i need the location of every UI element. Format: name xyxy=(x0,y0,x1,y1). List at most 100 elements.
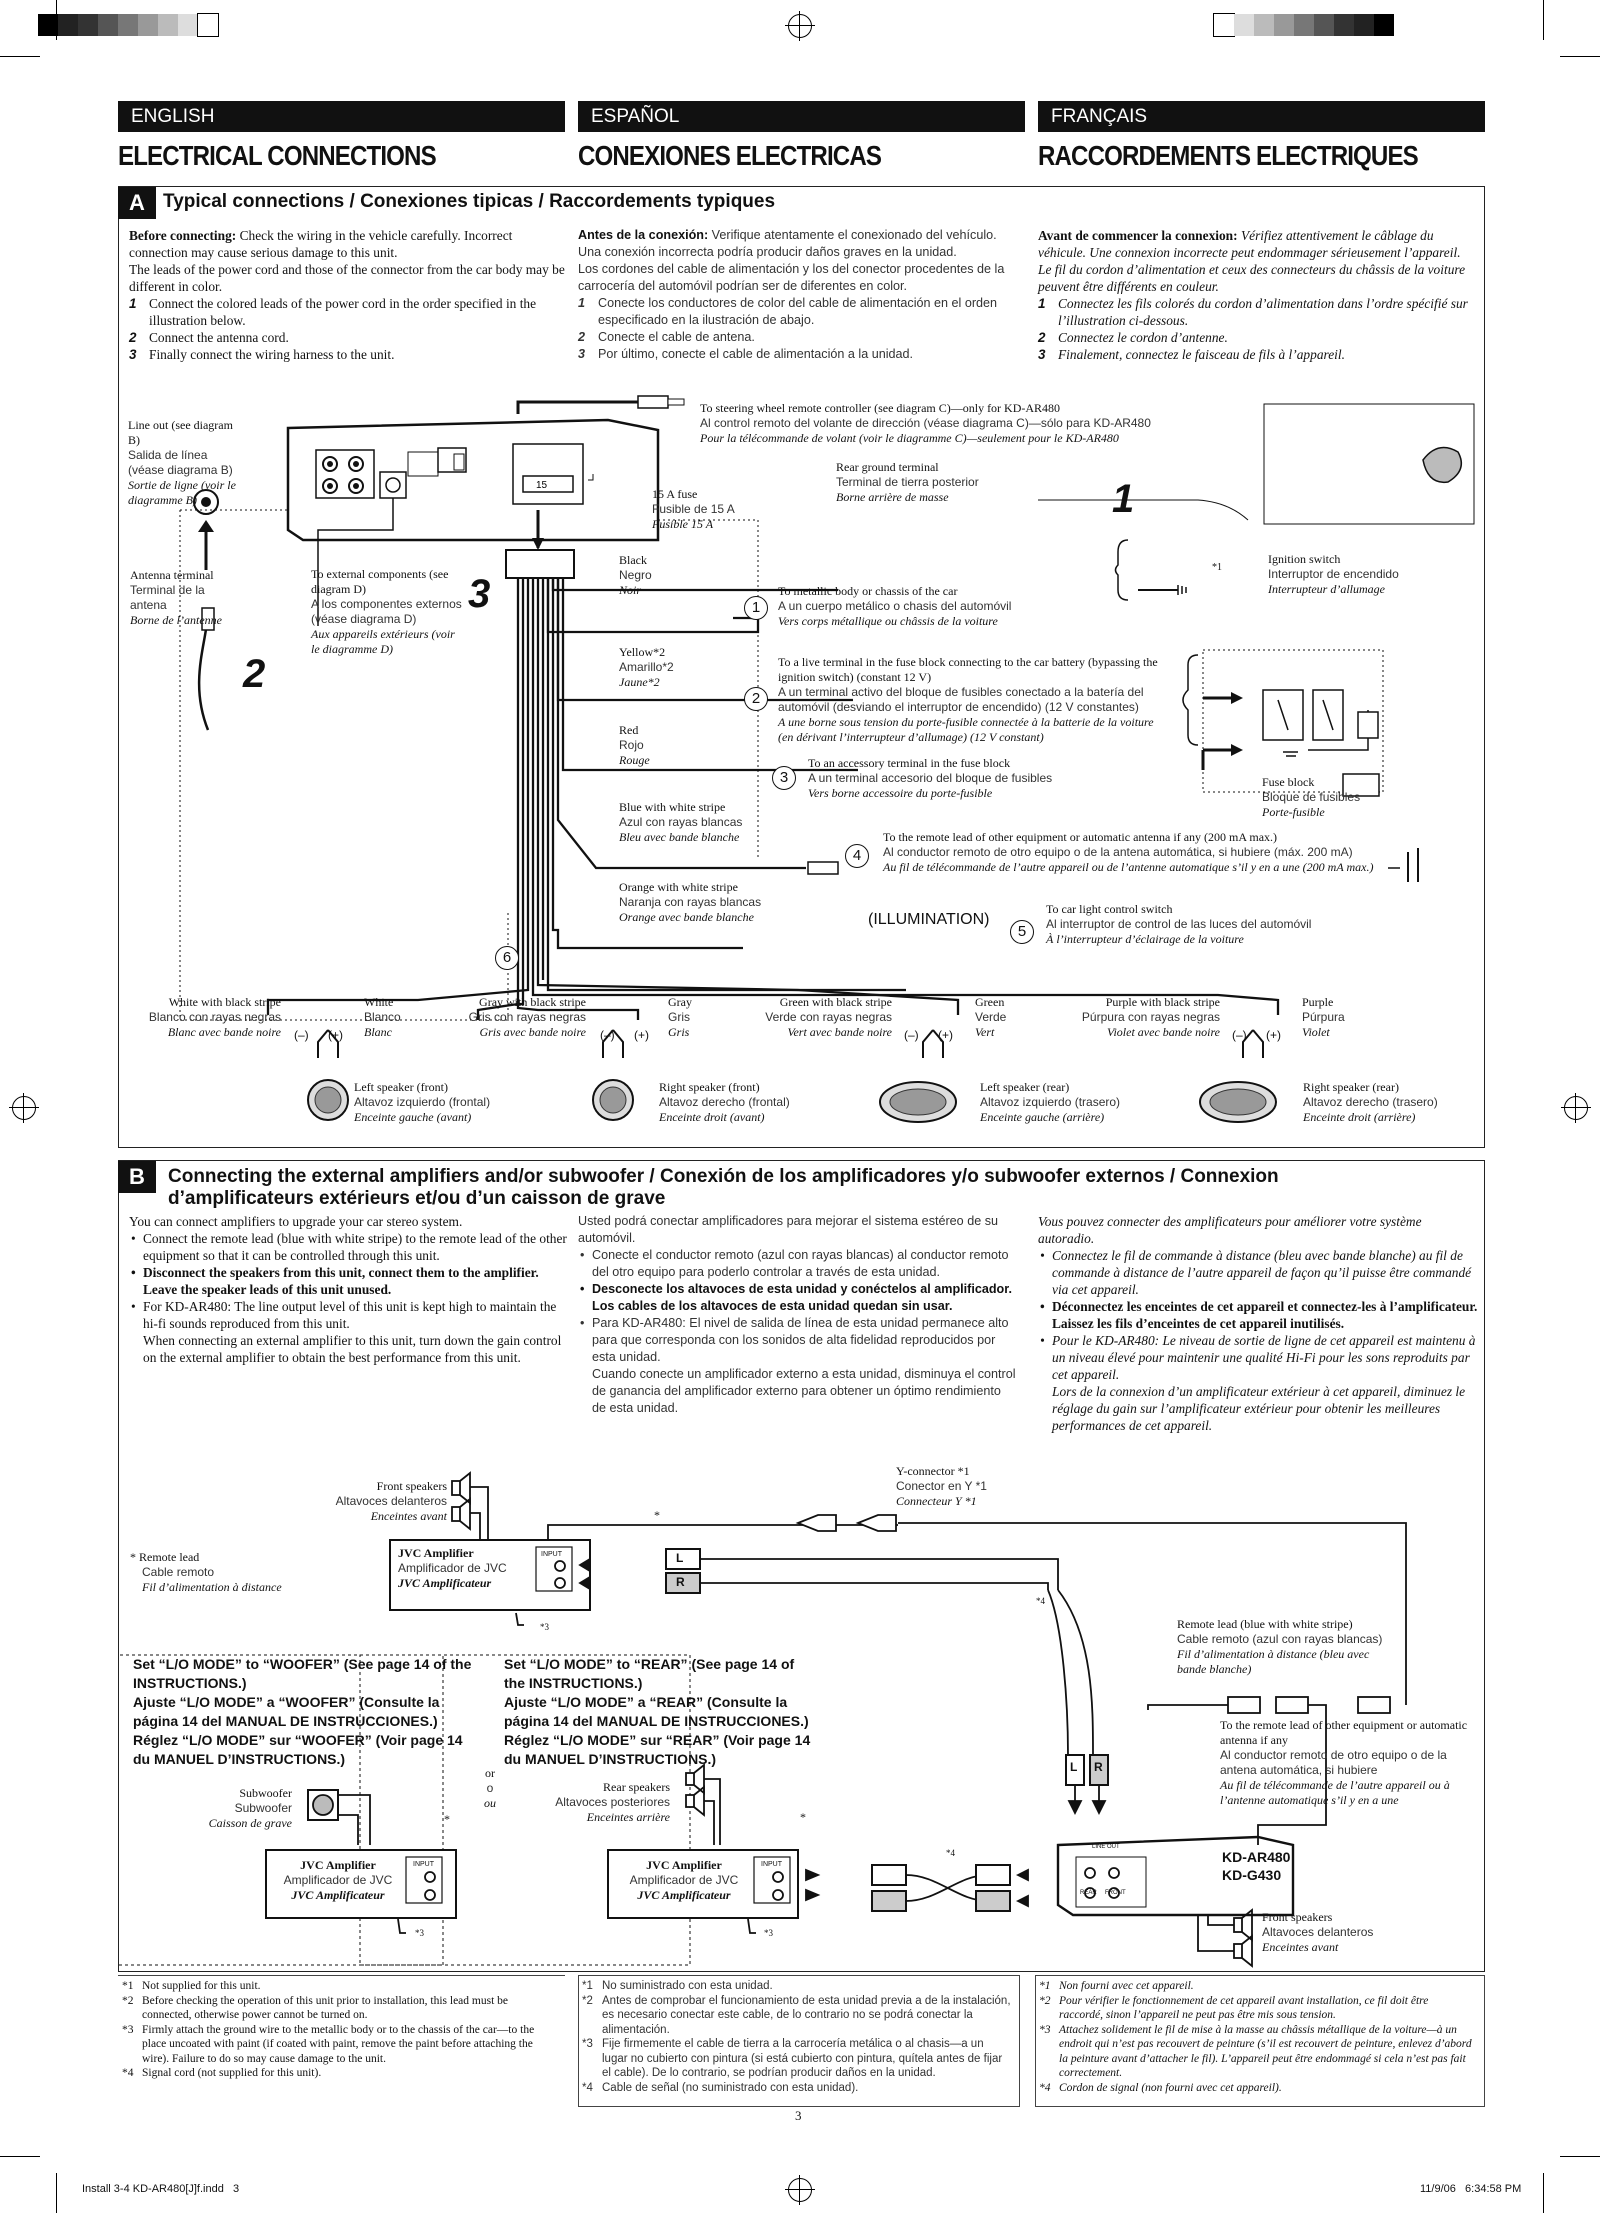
to-remote-lead-label: To the remote lead of other equipment or… xyxy=(1220,1718,1468,1807)
section-b-tag: B xyxy=(118,1161,156,1193)
bullet: Déconnectez les enceintes de cet apparei… xyxy=(1038,1298,1478,1332)
bullet: Disconnect the speakers from this unit, … xyxy=(129,1264,569,1298)
section-a-intro-en: Before connecting: Check the wiring in t… xyxy=(129,227,569,363)
lang-header-english: ENGLISH xyxy=(118,101,565,132)
page-title-espanol: CONEXIONES ELECTRICAS xyxy=(578,140,882,171)
crop-mark xyxy=(1560,2156,1600,2157)
before-text: Vérifiez attentivement le câblage du véh… xyxy=(1038,228,1461,260)
step-text: Conecte el cable de antena. xyxy=(598,330,755,344)
speaker-lf-name: Left speaker (front)Altavoz izquierdo (f… xyxy=(354,1080,491,1124)
section-a-intro-es: Antes de la conexión: Verifique atentame… xyxy=(578,227,1018,363)
bullet: Conecte el conductor remoto (azul con ra… xyxy=(578,1247,1018,1281)
step-text: Conecte los conductores de color del cab… xyxy=(598,296,998,327)
page-title-francais: RACCORDEMENTS ELECTRIQUES xyxy=(1038,140,1419,171)
step-1-marker: 1 xyxy=(1112,477,1135,521)
registration-mark-bottom xyxy=(785,2175,815,2205)
section-b-heading: Connecting the external amplifiers and/o… xyxy=(168,1166,1279,1209)
crop-mark xyxy=(0,2156,40,2157)
step-number: 1 xyxy=(1038,296,1046,311)
bullet: Para KD-AR480: El nivel de salida de lín… xyxy=(578,1315,1018,1417)
intro: Usted podrá conectar amplificadores para… xyxy=(578,1214,998,1245)
rear-mode-note: Set “L/O MODE” to “REAR” (See page 14 of… xyxy=(504,1656,811,1767)
rca-r-mark: R xyxy=(676,1575,685,1589)
registration-mark-left xyxy=(9,1093,39,1123)
wire-5-number: 5 xyxy=(1010,920,1034,944)
leads-text: Los cordones del cable de alimentación y… xyxy=(578,262,1005,293)
wire-4-destination: To the remote lead of other equipment or… xyxy=(883,830,1374,874)
color-bar-right xyxy=(1213,13,1394,37)
remote-lead-blue-label: Remote lead (blue with white stripe)Cabl… xyxy=(1177,1617,1383,1676)
wire-2-destination: To a live terminal in the fuse block con… xyxy=(778,655,1158,744)
star-mark: * xyxy=(800,1810,806,1824)
wire-3-destination: To an accessory terminal in the fuse blo… xyxy=(808,756,1053,800)
step-number: 1 xyxy=(578,296,586,310)
ignition-switch-label: Ignition switch Interruptor de encendido… xyxy=(1268,552,1399,596)
polarity-positive: (+) xyxy=(328,1028,343,1042)
wire-3-number: 3 xyxy=(772,766,796,790)
section-b-box xyxy=(118,1160,1485,1972)
amp-center-input: INPUT xyxy=(761,1861,782,1868)
crop-mark xyxy=(1560,56,1600,57)
crop-mark xyxy=(1543,0,1544,40)
step-text: Connectez le cordon d’antenne. xyxy=(1058,330,1228,345)
before-text: Check the wiring in the vehicle carefull… xyxy=(129,228,513,260)
section-b-text-fr: Vous pouvez connecter des amplificateurs… xyxy=(1038,1213,1478,1434)
polarity-negative: (–) xyxy=(294,1028,309,1042)
page-number: 3 xyxy=(795,2108,802,2123)
polarity-positive: (+) xyxy=(634,1028,649,1042)
rca-l-mark: L xyxy=(676,1551,684,1565)
step-text: Connect the antenna cord. xyxy=(149,330,289,345)
star-mark: * xyxy=(654,1508,660,1522)
step-text: Por último, conecte el cable de alimenta… xyxy=(598,347,914,361)
bullet: Pour le KD-AR480: Le niveau de sortie de… xyxy=(1038,1332,1478,1434)
step-2-marker: 2 xyxy=(243,652,266,696)
intro: Vous pouvez connecter des amplificateurs… xyxy=(1038,1214,1422,1246)
slug-file: Install 3-4 KD-AR480[J]f.indd 3 xyxy=(82,2183,240,2195)
before-label: Avant de commencer la connexion: xyxy=(1038,228,1238,243)
fuse-block-label: Fuse block Bloque de fusibles Porte-fusi… xyxy=(1262,775,1361,819)
wire-2-number: 2 xyxy=(744,687,768,711)
crop-mark xyxy=(56,0,57,40)
section-a-heading: Typical connections / Conexiones tipicas… xyxy=(163,191,776,212)
registration-mark-top xyxy=(785,11,815,41)
fuse-mark: 15 xyxy=(536,480,548,491)
bullet: Desconecte los altavoces de esta unidad … xyxy=(578,1281,1018,1315)
star-mark: * xyxy=(444,1812,450,1826)
bullet: For KD-AR480: The line output level of t… xyxy=(129,1298,569,1366)
crop-mark xyxy=(1543,2173,1544,2213)
section-a-box xyxy=(118,186,1485,1148)
wire-6-number: 6 xyxy=(495,946,519,970)
color-bar-left xyxy=(38,13,219,37)
section-a-intro-fr: Avant de commencer la connexion: Vérifie… xyxy=(1038,227,1478,363)
head-unit-rear-panel: 15 xyxy=(286,418,660,542)
before-label: Antes de la conexión: xyxy=(578,228,709,242)
wire-1-number: 1 xyxy=(744,596,768,620)
step-3-marker: 3 xyxy=(468,572,491,616)
step-number: 3 xyxy=(129,347,137,362)
intro: You can connect amplifiers to upgrade yo… xyxy=(129,1214,463,1229)
antenna-terminal-label: Antenna terminal Terminal de la antena B… xyxy=(130,568,222,627)
leads-text: The leads of the power cord and those of… xyxy=(129,262,565,294)
lang-header-francais: FRANÇAIS xyxy=(1038,101,1485,132)
step-number: 1 xyxy=(129,296,137,311)
step-text: Connectez les fils colorés du cordon d’a… xyxy=(1058,296,1468,328)
note-3-mark: *3 xyxy=(764,1928,773,1938)
